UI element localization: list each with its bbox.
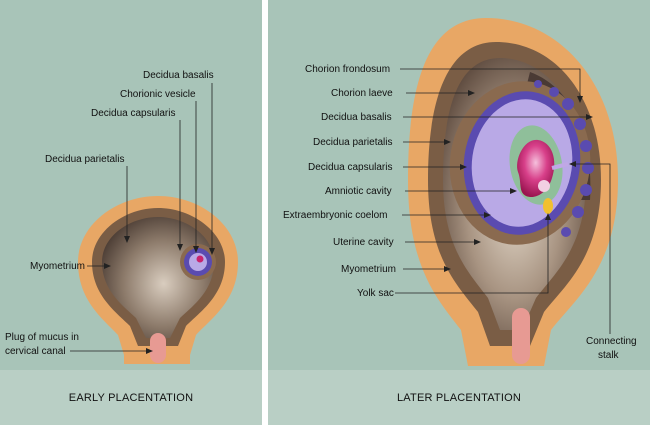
later-placentation-diagram: Chorion frondosum Chorion laeve Decidua … [283, 18, 637, 366]
arrow-decidua-parietalis [444, 139, 451, 145]
early-caption: EARLY PLACENTATION [0, 370, 262, 425]
arrow-amniotic-cavity [510, 188, 517, 194]
arrow-connecting-stalk [569, 161, 576, 167]
label-yolk-sac: Yolk sac [357, 288, 394, 299]
arrow-decidua-basalis [209, 248, 215, 255]
label-uterine-cavity: Uterine cavity [333, 237, 394, 248]
arrow-chorion-laeve [468, 90, 475, 96]
leader-connecting-stalk [572, 163, 611, 334]
early-placentation-panel: Decidua basalis Chorionic vesicle Decidu… [0, 0, 262, 425]
early-uterine-cavity-shape [102, 217, 214, 338]
arrow-decidua-basalis [586, 114, 593, 120]
label-myometrium: Myometrium [30, 261, 85, 272]
label-decidua-capsularis: Decidua capsularis [308, 162, 393, 173]
label-extraembryonic-coelom: Extraembryonic coelom [283, 210, 387, 221]
arrow-plug [146, 348, 153, 354]
arrow-chorion-frondosum [577, 96, 583, 103]
label-connecting-line2: stalk [598, 350, 620, 361]
early-embryo-shape [196, 255, 204, 263]
leader-chorion-frondosum [400, 68, 581, 100]
later-yolk-sac-shape [543, 198, 553, 214]
early-chorionic-cavity-shape [189, 253, 207, 271]
arrow-yolk-sac [545, 213, 551, 220]
later-embryo-head [538, 180, 550, 192]
label-decidua-capsularis: Decidua capsularis [91, 108, 176, 119]
later-caption: LATER PLACENTATION [268, 370, 650, 425]
later-placentation-panel: Chorion frondosum Chorion laeve Decidua … [268, 0, 650, 425]
label-chorion-laeve: Chorion laeve [331, 88, 393, 99]
label-myometrium: Myometrium [341, 264, 396, 275]
label-decidua-basalis: Decidua basalis [143, 70, 214, 81]
arrow-myometrium [444, 266, 451, 272]
arrow-myometrium [104, 263, 111, 269]
arrow-decidua-capsularis [177, 244, 183, 251]
label-decidua-parietalis: Decidua parietalis [45, 154, 125, 165]
later-cervix-shape [512, 308, 530, 364]
arrow-decidua-capsularis [460, 164, 467, 170]
label-chorionic-vesicle: Chorionic vesicle [120, 89, 196, 100]
arrow-decidua-parietalis [124, 236, 130, 243]
leader-yolk-sac [395, 216, 549, 294]
later-connecting-stalk-shape [551, 162, 569, 170]
label-connecting-line1: Connecting [586, 336, 637, 347]
label-decidua-basalis: Decidua basalis [321, 112, 392, 123]
arrow-chorionic-vesicle [193, 246, 199, 253]
label-plug-line1: Plug of mucus in [5, 332, 79, 343]
arrow-extraembryonic-coelom [484, 212, 491, 218]
label-decidua-parietalis: Decidua parietalis [313, 137, 393, 148]
label-chorion-frondosum: Chorion frondosum [305, 64, 390, 75]
label-plug-line2: cervical canal [5, 346, 66, 357]
label-amniotic-cavity: Amniotic cavity [325, 186, 392, 197]
early-cervical-plug-shape [150, 333, 166, 363]
later-chorionic-villi [534, 80, 594, 237]
arrow-uterine-cavity [474, 239, 481, 245]
early-placentation-diagram: Decidua basalis Chorionic vesicle Decidu… [5, 70, 238, 364]
